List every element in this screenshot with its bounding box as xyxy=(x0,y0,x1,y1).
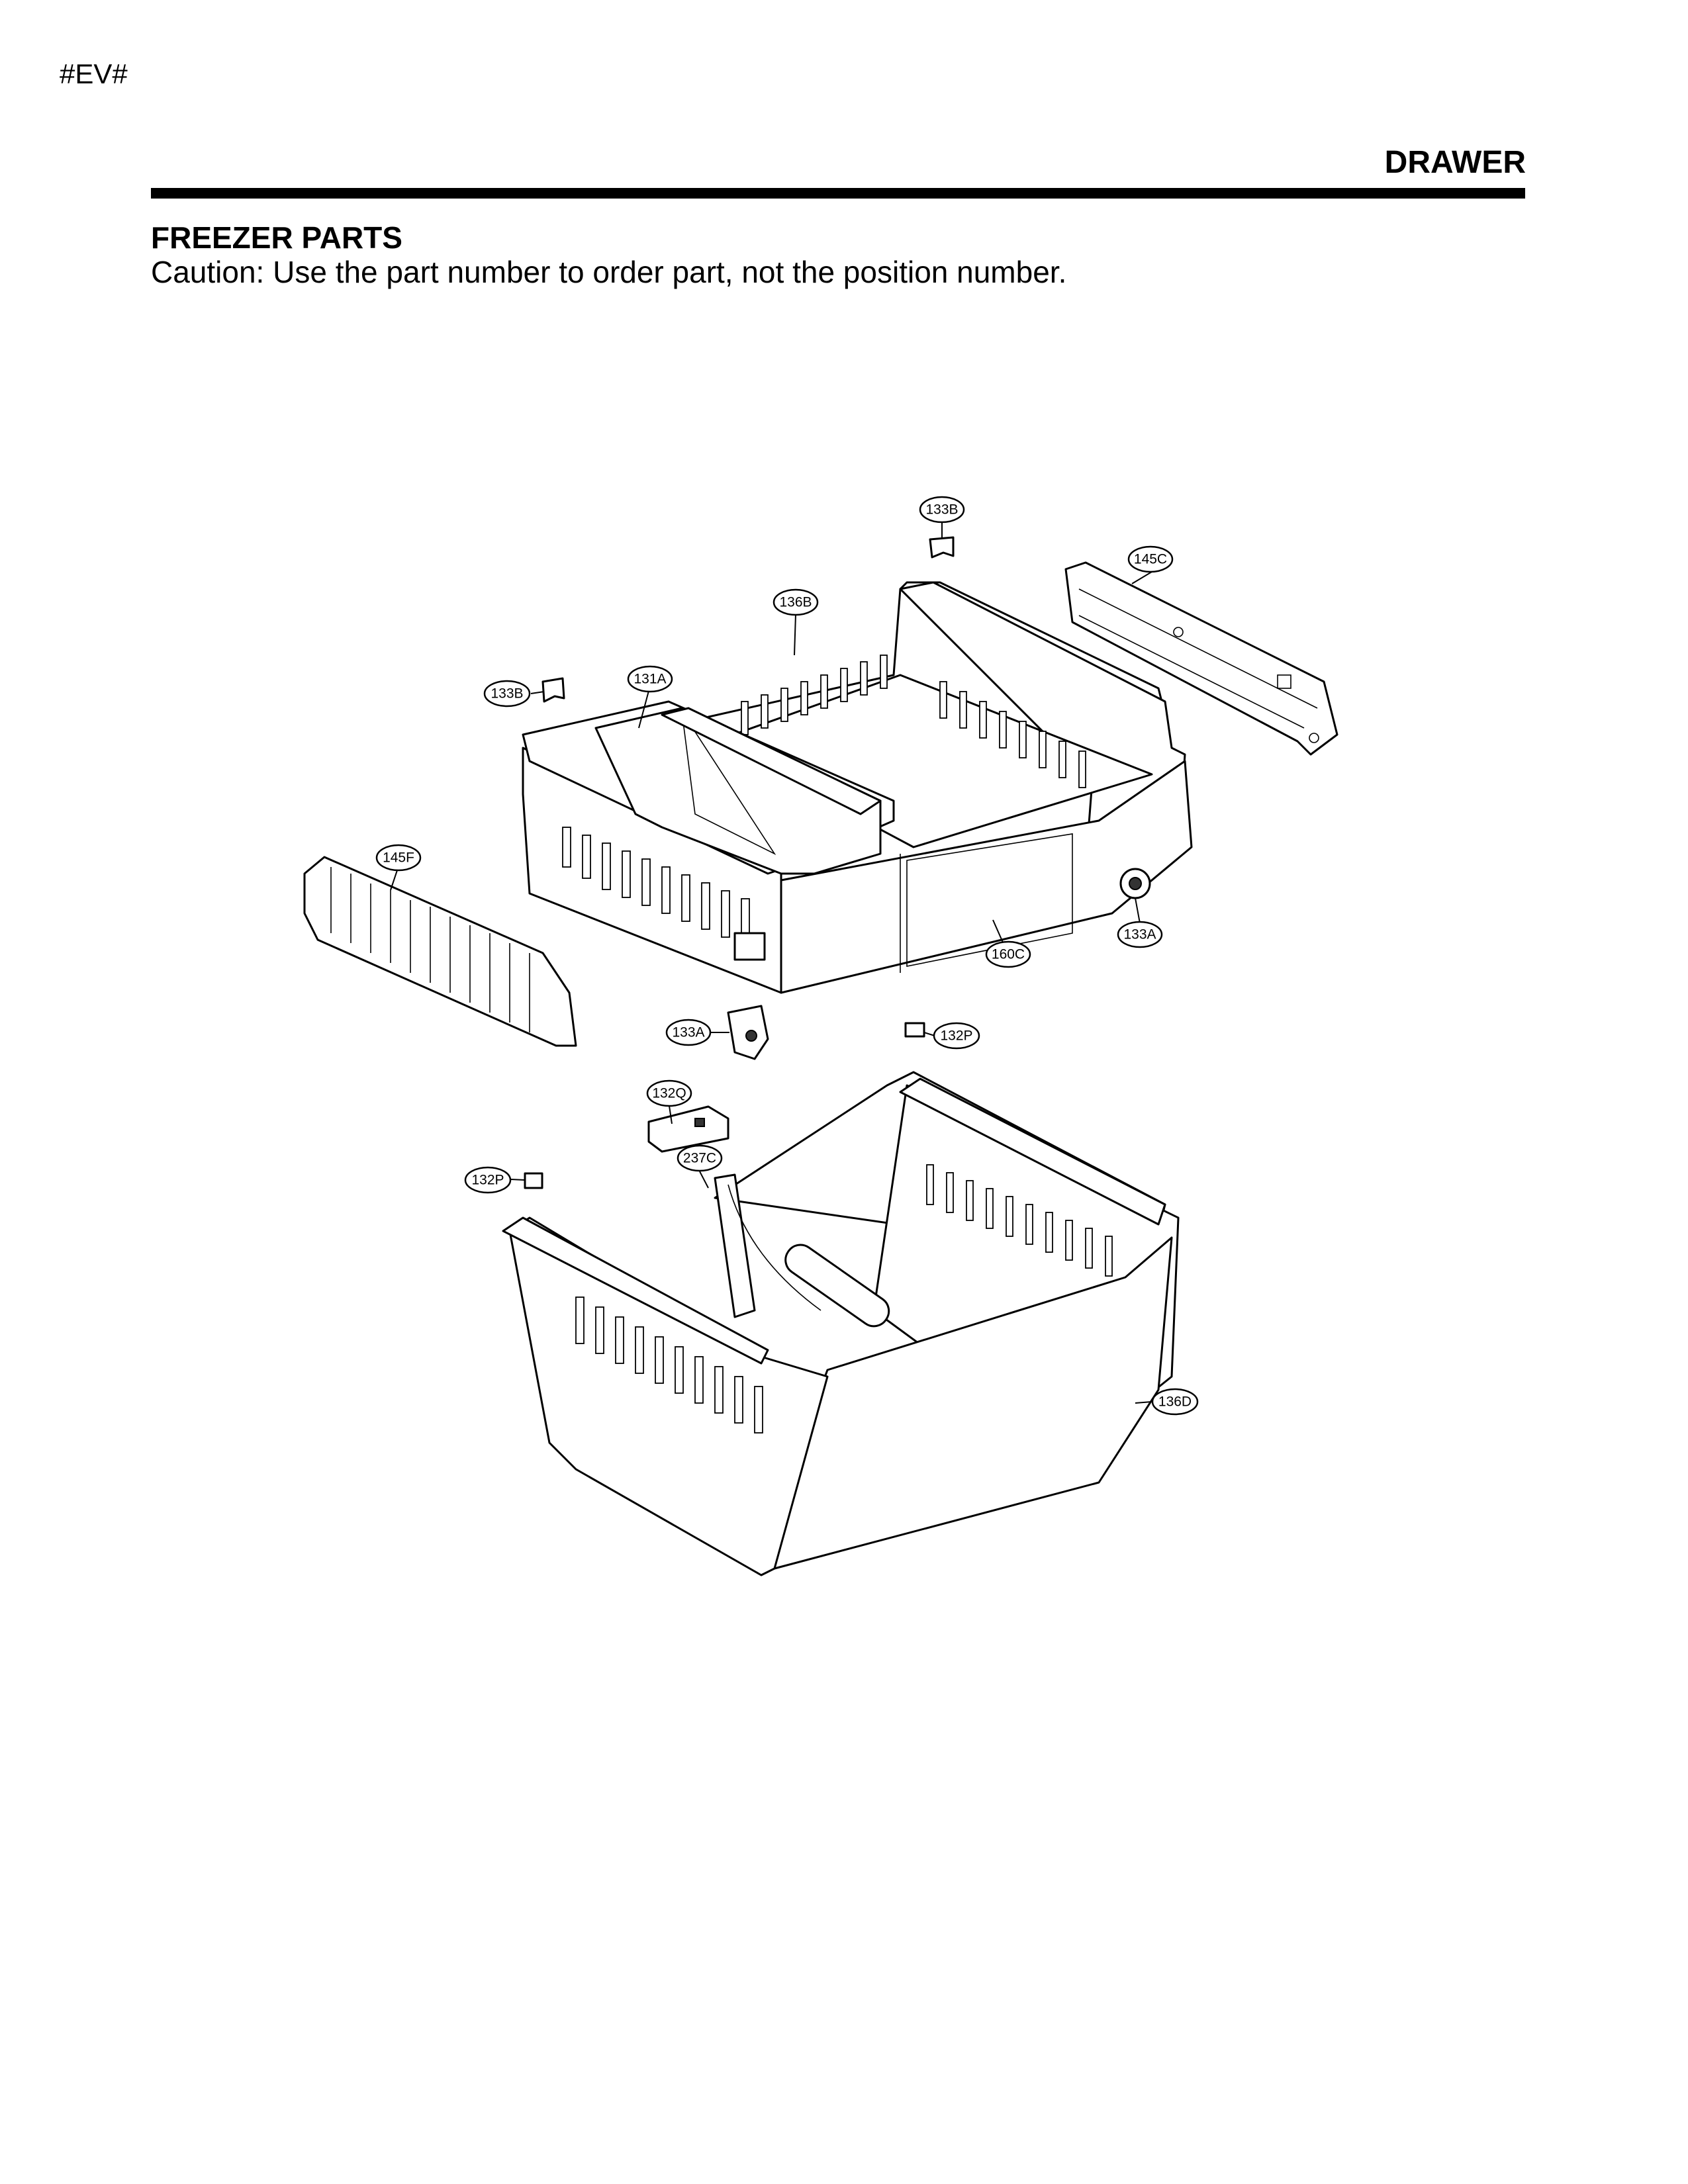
back-wall-vents xyxy=(741,655,1086,788)
clip-133b-left xyxy=(541,677,565,703)
callout-133b-top: 133B xyxy=(919,496,965,523)
clip-133b-top xyxy=(929,536,955,559)
callout-145c: 145C xyxy=(1127,545,1174,573)
roller-133a-left xyxy=(727,1005,769,1060)
svg-text:136D: 136D xyxy=(1158,1394,1192,1410)
svg-text:133A: 133A xyxy=(1123,927,1156,942)
svg-text:136B: 136B xyxy=(779,595,812,610)
svg-text:132Q: 132Q xyxy=(652,1086,686,1101)
callout-237c: 237C xyxy=(677,1144,723,1172)
title-rule xyxy=(151,188,1525,199)
callout-133a-right: 133A xyxy=(1117,921,1163,948)
svg-text:145F: 145F xyxy=(383,850,414,866)
callout-160c: 160C xyxy=(985,940,1031,968)
callout-131a: 131A xyxy=(627,665,673,693)
callout-145f: 145F xyxy=(375,844,422,872)
left-rail xyxy=(303,856,577,1047)
callout-133a-left: 133A xyxy=(665,1019,712,1046)
upper-drawer-tray xyxy=(522,581,1193,994)
document-code: #EV# xyxy=(60,58,128,89)
svg-text:133A: 133A xyxy=(672,1025,704,1040)
front-left-vents xyxy=(562,827,750,946)
callout-132p-right: 132P xyxy=(933,1022,980,1050)
section-title: DRAWER xyxy=(1384,145,1526,180)
svg-text:133B: 133B xyxy=(491,686,523,702)
svg-text:132P: 132P xyxy=(471,1173,504,1188)
svg-text:132P: 132P xyxy=(940,1028,972,1044)
svg-text:237C: 237C xyxy=(683,1151,716,1166)
svg-text:160C: 160C xyxy=(992,947,1025,962)
upper-bin xyxy=(522,700,895,875)
callout-136b: 136B xyxy=(773,588,819,616)
right-rail xyxy=(1064,561,1338,756)
svg-text:145C: 145C xyxy=(1134,552,1167,567)
tray-latch xyxy=(733,932,766,961)
basket-front-vents xyxy=(575,1297,763,1433)
leader-lines xyxy=(390,523,1152,1404)
callout-133b-left: 133B xyxy=(483,680,531,707)
pad-132p-right xyxy=(904,1022,925,1038)
callout-136d: 136D xyxy=(1151,1388,1199,1416)
svg-text:131A: 131A xyxy=(633,672,666,687)
page-heading: FREEZER PARTS xyxy=(151,220,402,255)
callout-132p-left: 132P xyxy=(464,1166,512,1194)
bracket-132q xyxy=(647,1105,729,1153)
caution-note: Caution: Use the part number to order pa… xyxy=(151,255,1067,289)
basket-back-vents xyxy=(926,1164,1113,1277)
roller-133a-right xyxy=(1119,868,1151,899)
svg-text:133B: 133B xyxy=(925,502,958,518)
callout-132q: 132Q xyxy=(646,1079,692,1107)
lower-basket xyxy=(502,1071,1180,1576)
pad-132p-left xyxy=(524,1172,543,1189)
